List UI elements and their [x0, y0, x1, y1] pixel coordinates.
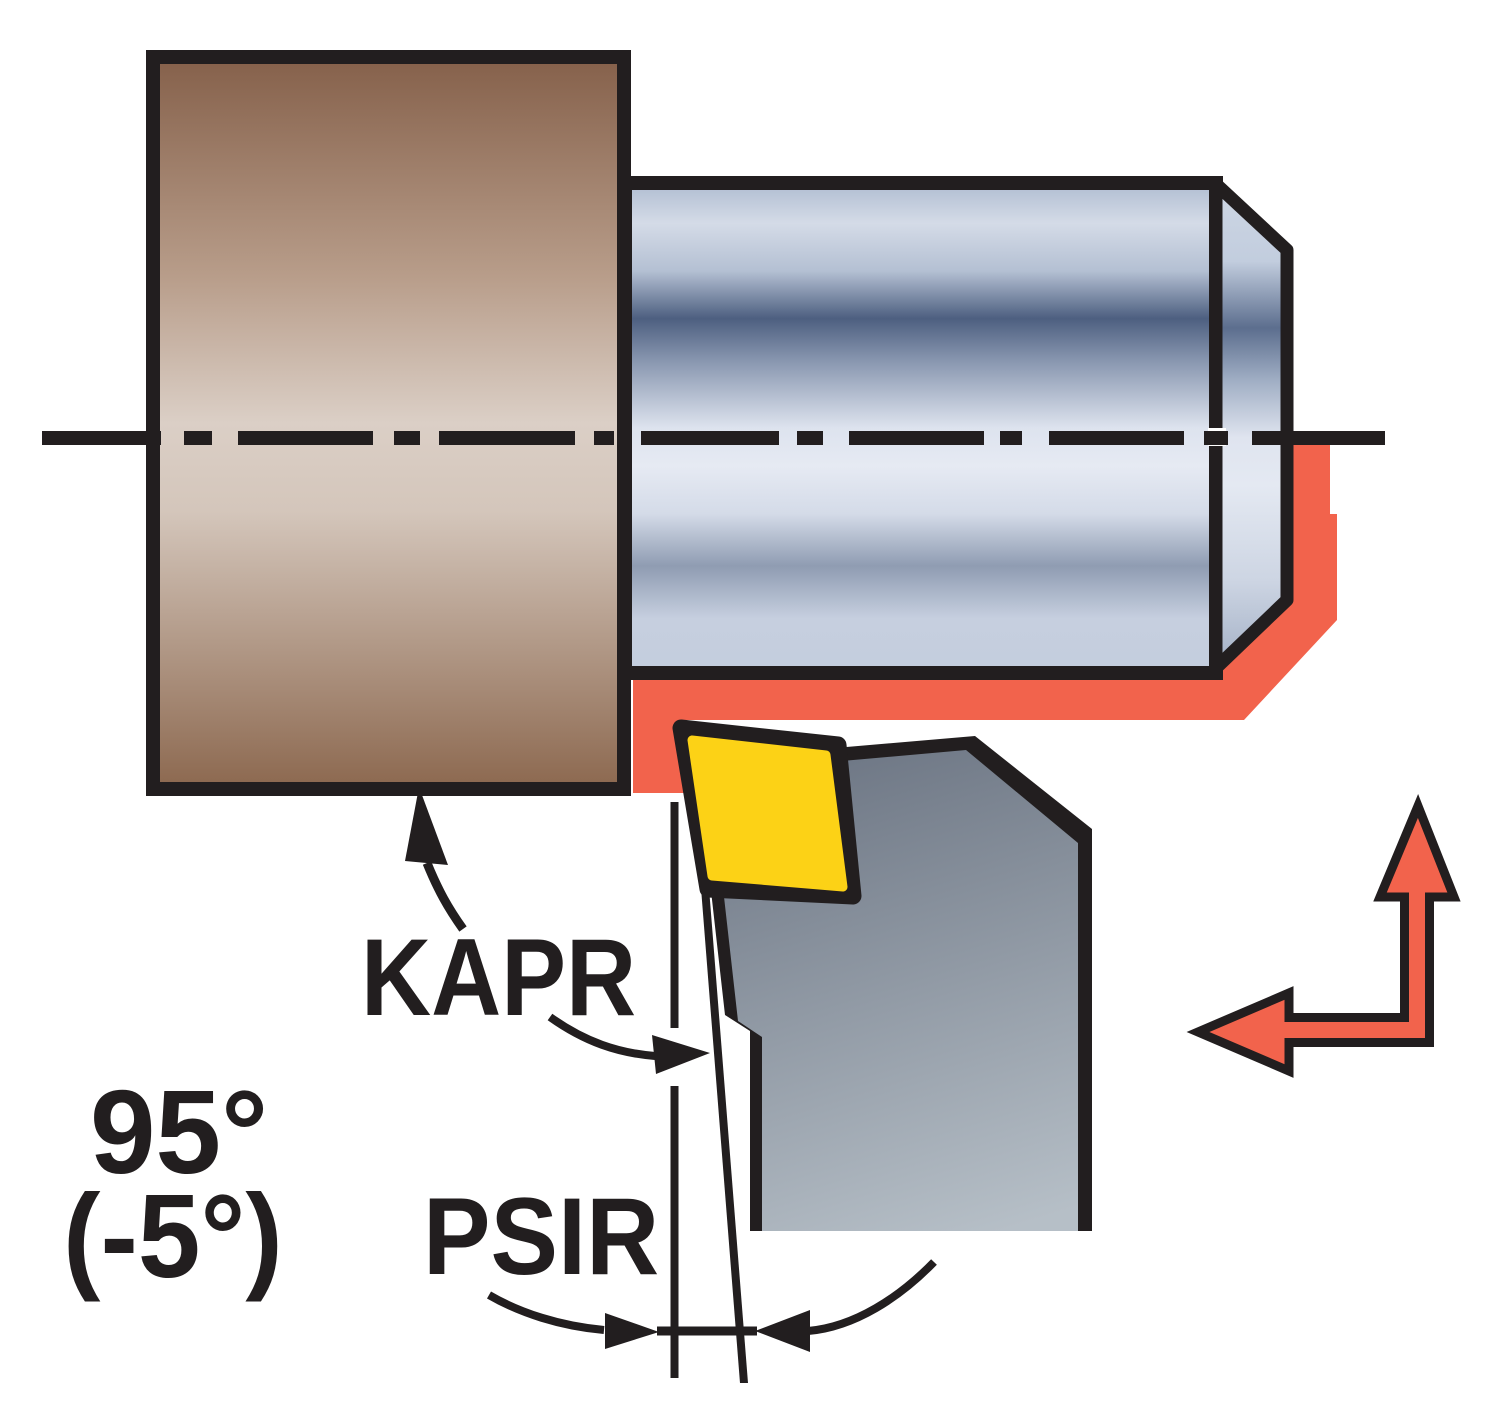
- svg-text:PSIR: PSIR: [423, 1175, 659, 1298]
- svg-text:(-5°): (-5°): [63, 1169, 283, 1303]
- svg-text:KAPR: KAPR: [361, 915, 636, 1038]
- svg-text:95°: 95°: [90, 1066, 268, 1199]
